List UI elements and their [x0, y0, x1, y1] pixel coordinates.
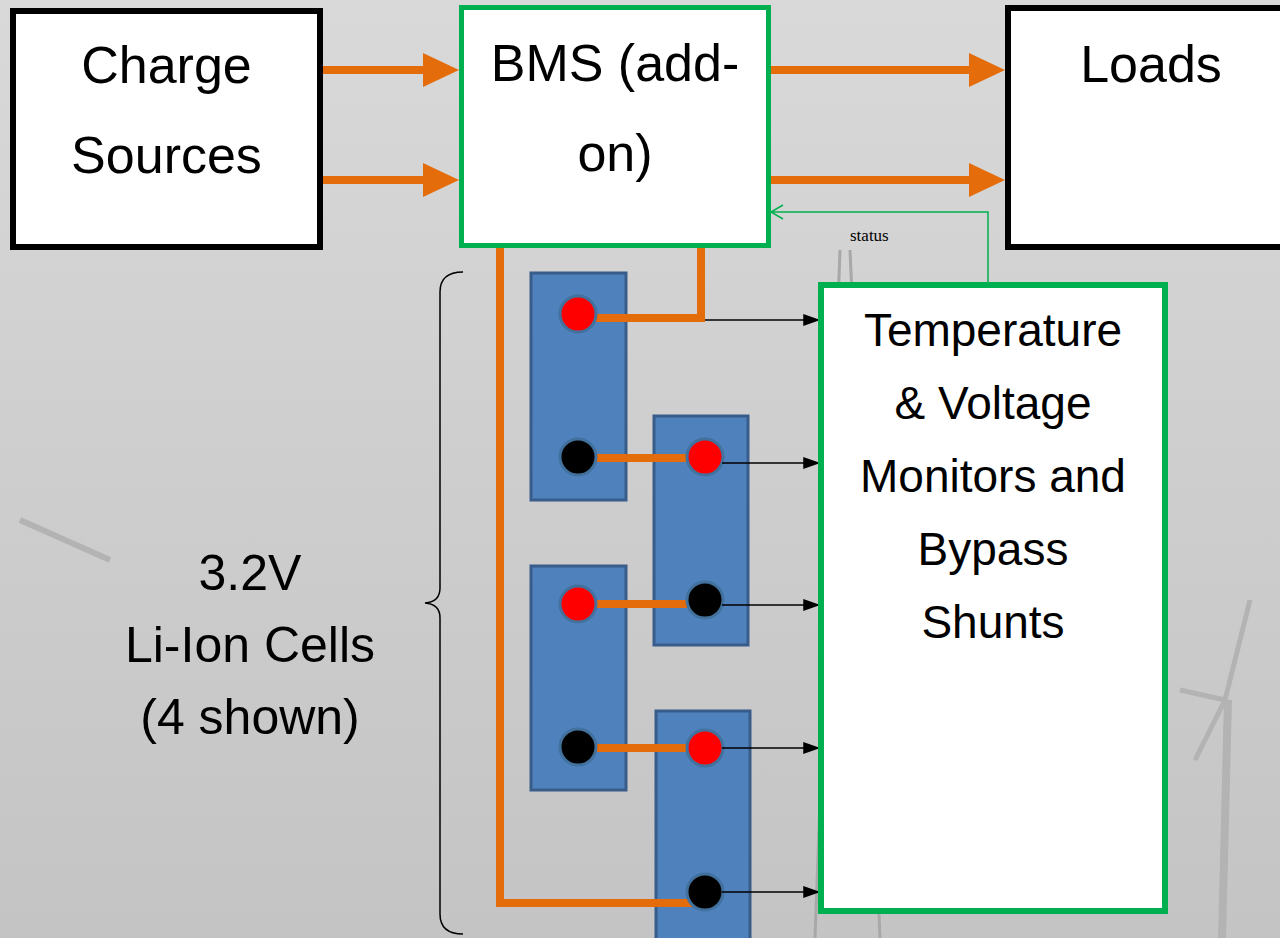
edge-label: status — [850, 226, 889, 246]
power-arrow — [771, 163, 1005, 197]
box-label: BMS (add-on) — [474, 18, 756, 198]
positive-terminal — [687, 439, 723, 475]
arrow-head — [804, 458, 818, 468]
box-label: Temperature & Voltage Monitors and Bypas… — [848, 294, 1138, 659]
cell-label: (4 shown) — [120, 681, 380, 753]
negative-terminal — [687, 582, 723, 618]
block-box: Charge Sources — [10, 8, 323, 250]
positive-terminal — [560, 586, 596, 622]
arrow-head — [804, 600, 818, 610]
curly-brace — [425, 272, 463, 934]
negative-terminal — [687, 874, 723, 910]
arrow-head — [969, 163, 1005, 197]
wind-turbine — [20, 250, 1250, 938]
box-label: Loads — [1021, 19, 1280, 109]
cell-label: Li-Ion Cells — [100, 609, 400, 681]
connector-line — [771, 212, 988, 282]
pack-negative-wire — [500, 248, 705, 903]
sense-lead — [722, 462, 806, 464]
arrow-head — [771, 205, 783, 219]
turbine-tower — [1222, 700, 1228, 938]
block-box: BMS (add-on) — [459, 5, 771, 248]
positive-terminal — [687, 730, 723, 766]
turbine-blade — [20, 520, 110, 560]
cell — [531, 273, 626, 500]
status-arrow — [771, 205, 988, 282]
cells — [531, 273, 750, 938]
sense-leads — [705, 315, 818, 897]
orange-wires — [500, 248, 705, 903]
turbine-blade — [1225, 600, 1250, 700]
sense-lead — [722, 604, 806, 606]
power-arrow — [771, 53, 1005, 87]
connector-line — [771, 176, 971, 184]
monitor-box: Temperature & Voltage Monitors and Bypas… — [818, 282, 1168, 914]
cell — [654, 416, 748, 645]
arrow-head — [969, 53, 1005, 87]
arrow-head — [423, 53, 459, 87]
cell — [531, 566, 626, 790]
arrow-head — [423, 163, 459, 197]
power-arrow — [323, 53, 459, 87]
pack-positive-wire — [578, 248, 701, 318]
arrow-head — [804, 887, 818, 897]
block-box: Loads — [1005, 5, 1280, 250]
sense-lead — [722, 747, 806, 749]
terminals — [560, 296, 723, 910]
box-label: Charge Sources — [26, 20, 307, 200]
connector-line — [771, 66, 971, 74]
turbine-blade — [1195, 700, 1225, 760]
cell-label: 3.2V — [120, 537, 380, 609]
negative-terminal — [560, 729, 596, 765]
arrow-head — [804, 315, 818, 325]
positive-terminal — [560, 296, 596, 332]
arrow-head — [804, 743, 818, 753]
turbine-blade — [1180, 690, 1225, 700]
power-arrow — [323, 163, 459, 197]
sense-lead — [722, 891, 806, 893]
connector-line — [323, 66, 425, 74]
connector-line — [323, 176, 425, 184]
negative-terminal — [560, 439, 596, 475]
sense-lead — [705, 319, 806, 321]
